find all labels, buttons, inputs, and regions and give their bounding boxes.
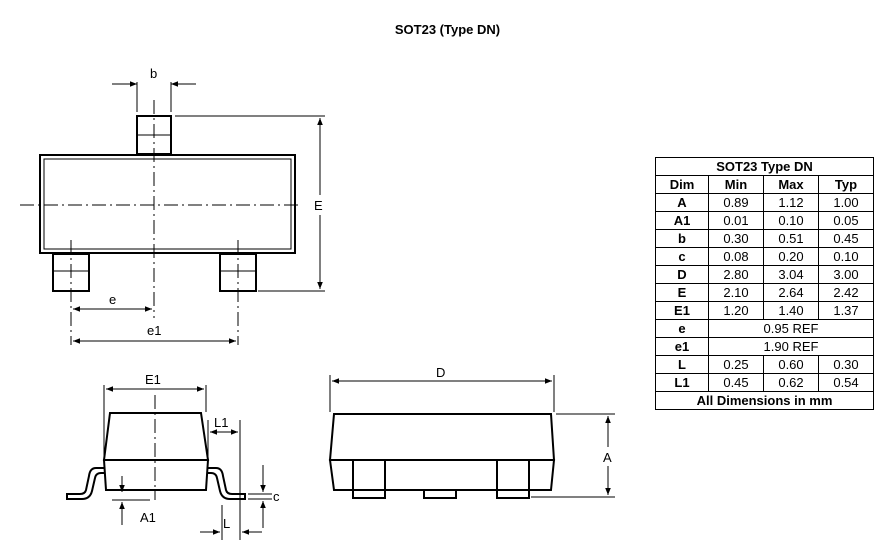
- cell-typ: 0.45: [818, 229, 874, 248]
- table-caption: SOT23 Type DN: [655, 157, 874, 176]
- right-lead-profile: [208, 467, 246, 500]
- header-max: Max: [763, 175, 819, 194]
- cell-typ: 0.05: [818, 211, 874, 230]
- cell-min: 2.10: [708, 283, 764, 302]
- front-lead-right: [496, 459, 530, 499]
- cell-min: 0.45: [708, 373, 764, 392]
- page-title: SOT23 (Type DN): [394, 22, 501, 37]
- label-c: c: [273, 489, 280, 504]
- cell-typ: 2.42: [818, 283, 874, 302]
- cell-dim: c: [655, 247, 709, 266]
- cell-max: 0.62: [763, 373, 819, 392]
- side-view-body: [102, 412, 210, 461]
- cell-min: 1.20: [708, 301, 764, 320]
- label-e1: e1: [147, 323, 161, 338]
- table-footer: All Dimensions in mm: [655, 391, 874, 410]
- front-lead-left: [352, 459, 386, 499]
- cell-dim: L1: [655, 373, 709, 392]
- side-view: [66, 385, 272, 540]
- label-E: E: [314, 198, 323, 213]
- left-lead-profile: [66, 467, 104, 500]
- cell-max: 1.12: [763, 193, 819, 212]
- cell-max: 0.60: [763, 355, 819, 374]
- cell-min: 0.89: [708, 193, 764, 212]
- cell-ref: 0.95 REF: [708, 319, 874, 338]
- label-A1: A1: [140, 510, 156, 525]
- header-min: Min: [708, 175, 764, 194]
- label-L: L: [223, 516, 230, 531]
- cell-dim: e: [655, 319, 709, 338]
- cell-typ: 1.00: [818, 193, 874, 212]
- cell-min: 0.30: [708, 229, 764, 248]
- cell-typ: 1.37: [818, 301, 874, 320]
- cell-max: 0.20: [763, 247, 819, 266]
- top-view-body: [39, 154, 296, 254]
- cell-min: 0.01: [708, 211, 764, 230]
- label-b: b: [150, 66, 157, 81]
- label-E1: E1: [145, 372, 161, 387]
- front-view: [328, 375, 615, 499]
- cell-dim: E: [655, 283, 709, 302]
- header-dim: Dim: [655, 175, 709, 194]
- header-typ: Typ: [818, 175, 874, 194]
- top-view: [20, 81, 325, 345]
- cell-typ: 0.54: [818, 373, 874, 392]
- cell-dim: D: [655, 265, 709, 284]
- label-L1: L1: [214, 415, 228, 430]
- label-A: A: [603, 450, 612, 465]
- cell-min: 0.08: [708, 247, 764, 266]
- cell-ref: 1.90 REF: [708, 337, 874, 356]
- cell-max: 3.04: [763, 265, 819, 284]
- cell-typ: 0.10: [818, 247, 874, 266]
- cell-max: 0.10: [763, 211, 819, 230]
- cell-max: 2.64: [763, 283, 819, 302]
- cell-min: 2.80: [708, 265, 764, 284]
- cell-min: 0.25: [708, 355, 764, 374]
- label-e: e: [109, 292, 116, 307]
- cell-dim: A1: [655, 211, 709, 230]
- cell-dim: E1: [655, 301, 709, 320]
- cell-dim: A: [655, 193, 709, 212]
- cell-dim: b: [655, 229, 709, 248]
- cell-max: 0.51: [763, 229, 819, 248]
- cell-typ: 0.30: [818, 355, 874, 374]
- label-D: D: [436, 365, 445, 380]
- cell-max: 1.40: [763, 301, 819, 320]
- cell-dim: e1: [655, 337, 709, 356]
- cell-dim: L: [655, 355, 709, 374]
- front-lead-center: [423, 489, 457, 499]
- cell-typ: 3.00: [818, 265, 874, 284]
- front-view-body: [328, 413, 556, 461]
